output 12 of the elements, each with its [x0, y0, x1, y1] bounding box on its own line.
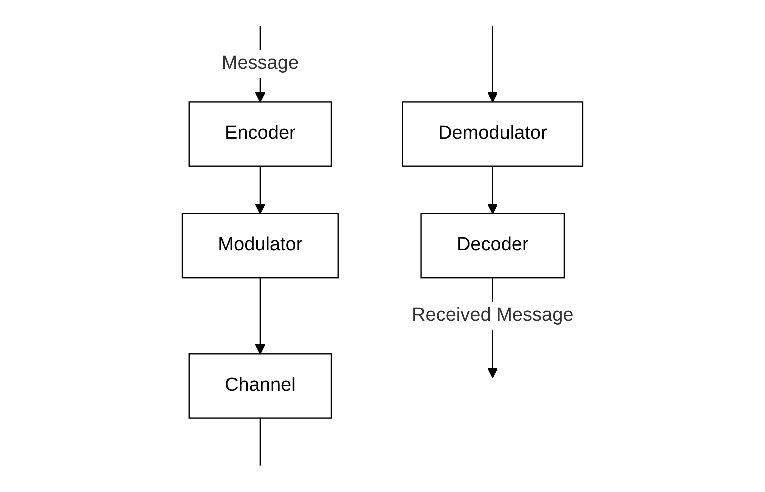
arrow — [487, 26, 498, 103]
connector — [260, 418, 261, 466]
node-box: Modulator — [182, 213, 339, 279]
node-box: Encoder — [188, 102, 332, 167]
node-box: Demodulator — [402, 102, 584, 167]
arrow — [254, 166, 266, 214]
edge-label: Message — [222, 53, 299, 74]
edge-label: Received Message — [412, 305, 574, 326]
node-box: Channel — [188, 354, 332, 419]
arrow — [254, 278, 266, 355]
node-box: Decoder — [420, 213, 565, 279]
arrow — [487, 166, 498, 214]
